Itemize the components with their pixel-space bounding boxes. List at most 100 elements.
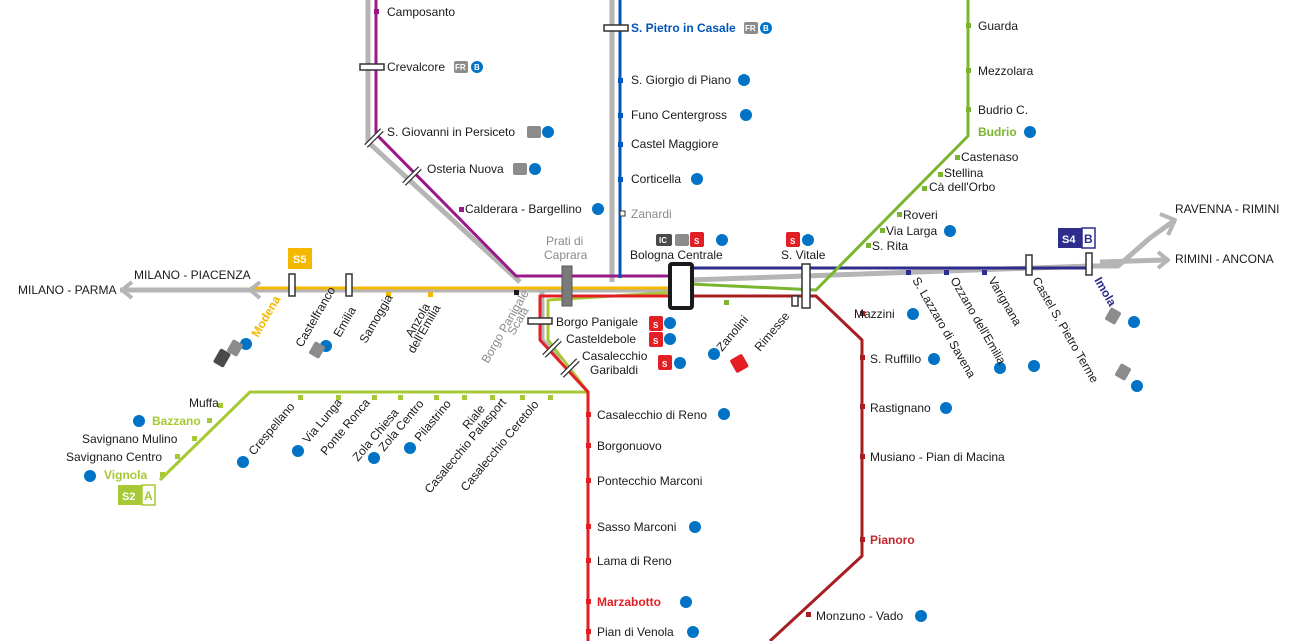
bus-icon[interactable] (689, 521, 701, 533)
label-musiano[interactable]: Musiano - Pian di Macina (870, 450, 1005, 464)
s5-badge[interactable] (288, 248, 312, 269)
label-muffa[interactable]: Muffa (189, 396, 219, 410)
bus-icon[interactable] (542, 126, 554, 138)
label-ravenna-rimini[interactable]: RAVENNA - RIMINI (1175, 202, 1279, 216)
bus-icon[interactable] (1024, 126, 1036, 138)
bus-icon[interactable] (915, 610, 927, 622)
label-savignano-mulino[interactable]: Savignano Mulino (82, 432, 178, 446)
s2-badge[interactable] (118, 485, 142, 505)
label-castelfranco[interactable]: Castelfranco (292, 284, 338, 350)
s-vitale-marker[interactable] (801, 263, 811, 309)
label-lama-di-reno[interactable]: Lama di Reno (597, 554, 672, 568)
label-garibaldi[interactable]: Garibaldi (590, 363, 638, 377)
s-pietro-marker[interactable] (603, 24, 629, 32)
bus-icon[interactable] (760, 22, 772, 34)
label-monzuno[interactable]: Monzuno - Vado (816, 609, 903, 623)
borgo-panigale-marker[interactable] (527, 317, 553, 325)
imola-marker[interactable] (1085, 252, 1093, 276)
label-bazzano[interactable]: Bazzano (152, 414, 201, 428)
bus-icon[interactable] (802, 234, 814, 246)
label-corticella[interactable]: Corticella (631, 172, 681, 186)
label-milano-piacenza[interactable]: MILANO - PIACENZA (134, 268, 251, 282)
label-milano-parma[interactable]: MILANO - PARMA (18, 283, 116, 297)
bus-icon[interactable] (994, 362, 1006, 374)
prati-caprara-marker[interactable] (561, 265, 573, 307)
label-bologna-centrale[interactable]: Bologna Centrale (630, 248, 723, 262)
label-rimini-ancona[interactable]: RIMINI - ANCONA (1175, 252, 1274, 266)
label-borgonuovo[interactable]: Borgonuovo (597, 439, 662, 453)
label-casalecchio-garibaldi[interactable]: Casalecchio (582, 349, 648, 363)
label-via-larga[interactable]: Via Larga (886, 224, 937, 238)
bus-icon[interactable] (718, 408, 730, 420)
label-camposanto[interactable]: Camposanto (387, 5, 455, 19)
bus-icon[interactable] (940, 402, 952, 414)
bus-icon[interactable] (687, 626, 699, 638)
label-s-vitale[interactable]: S. Vitale (781, 248, 826, 262)
bus-icon[interactable] (664, 317, 676, 329)
label-s-giorgio[interactable]: S. Giorgio di Piano (631, 73, 731, 87)
s4-badge[interactable] (1058, 228, 1082, 248)
bus-icon[interactable] (292, 445, 304, 457)
bus-icon[interactable] (928, 353, 940, 365)
bus-icon[interactable] (84, 470, 96, 482)
bus-icon[interactable] (664, 333, 676, 345)
label-calderara[interactable]: Calderara - Bargellino (465, 202, 582, 216)
label-pian-di-venola[interactable]: Pian di Venola (597, 625, 674, 639)
label-mezzolara[interactable]: Mezzolara (978, 64, 1034, 78)
label-castel-maggiore[interactable]: Castel Maggiore (631, 137, 719, 151)
label-osteria-nuova[interactable]: Osteria Nuova (427, 162, 504, 176)
label-zanolini[interactable]: Zanolini (714, 313, 752, 354)
bus-icon[interactable] (404, 442, 416, 454)
label-modena[interactable]: Modena (248, 293, 283, 340)
label-varignana[interactable]: Varignana (985, 275, 1024, 329)
label-s-pietro[interactable]: S. Pietro in Casale (631, 21, 736, 35)
label-budrio[interactable]: Budrio (978, 125, 1017, 139)
bus-icon[interactable] (592, 203, 604, 215)
bus-icon[interactable] (738, 74, 750, 86)
rimesse-marker[interactable] (791, 295, 799, 307)
label-ca-dell-orbo[interactable]: Cà dell'Orbo (929, 180, 996, 194)
label-castenaso[interactable]: Castenaso (961, 150, 1019, 164)
bologna-centrale-marker[interactable] (668, 262, 694, 310)
label-casalecchio-di-reno[interactable]: Casalecchio di Reno (597, 408, 707, 422)
label-pianoro[interactable]: Pianoro (870, 533, 915, 547)
label-guarda[interactable]: Guarda (978, 19, 1018, 33)
bus-icon[interactable] (1028, 360, 1040, 372)
label-funo[interactable]: Funo Centergross (631, 108, 727, 122)
label-stellina[interactable]: Stellina (944, 166, 984, 180)
label-mazzini[interactable]: Mazzini (854, 307, 895, 321)
label-zanardi[interactable]: Zanardi (631, 207, 672, 221)
label-budrio-c[interactable]: Budrio C. (978, 103, 1028, 117)
label-samoggia[interactable]: Samoggia (356, 291, 395, 345)
label-casteldebole[interactable]: Casteldebole (566, 332, 636, 346)
bus-icon[interactable] (240, 338, 252, 350)
bus-icon[interactable] (716, 234, 728, 246)
bus-icon[interactable] (237, 456, 249, 468)
bus-icon[interactable] (708, 348, 720, 360)
label-crevalcore[interactable]: Crevalcore (387, 60, 445, 74)
bus-icon[interactable] (1128, 316, 1140, 328)
castel-s-pietro-marker[interactable] (1025, 254, 1033, 276)
label-caprara[interactable]: Caprara (544, 248, 588, 262)
label-roveri[interactable]: Roveri (903, 208, 938, 222)
label-emilia[interactable]: Emilia (330, 304, 359, 340)
label-s-rita[interactable]: S. Rita (872, 239, 908, 253)
modena-marker[interactable] (288, 273, 296, 297)
bus-icon[interactable] (529, 163, 541, 175)
label-s-giovanni[interactable]: S. Giovanni in Persiceto (387, 125, 515, 139)
label-savignano-centro[interactable]: Savignano Centro (66, 450, 162, 464)
crevalcore-marker[interactable] (359, 63, 385, 71)
bus-icon[interactable] (740, 109, 752, 121)
label-borgo-panigale[interactable]: Borgo Panigale (556, 315, 638, 329)
label-rastignano[interactable]: Rastignano (870, 401, 931, 415)
bus-icon[interactable] (1131, 380, 1143, 392)
label-marzabotto[interactable]: Marzabotto (597, 595, 661, 609)
bus-icon[interactable] (907, 308, 919, 320)
label-imola[interactable]: Imola (1091, 275, 1119, 309)
label-rimesse[interactable]: Rimesse (752, 309, 793, 354)
label-borgo-panigale-scala[interactable]: Borgo Panigale (478, 287, 531, 365)
label-pontecchio[interactable]: Pontecchio Marconi (597, 474, 702, 488)
bus-icon[interactable] (368, 452, 380, 464)
label-vignola[interactable]: Vignola (104, 468, 147, 482)
castelfranco-marker[interactable] (345, 273, 353, 297)
